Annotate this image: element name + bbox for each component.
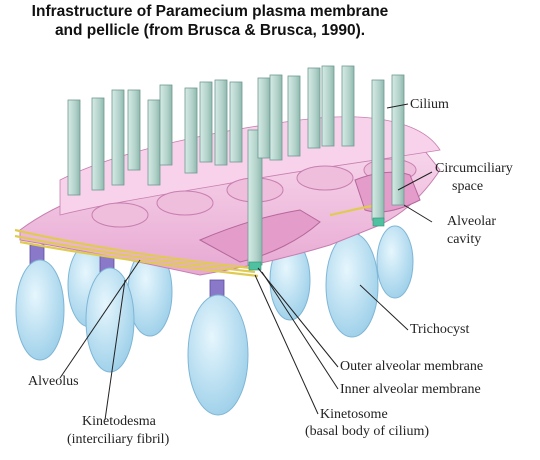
cilia: [67, 65, 405, 266]
cilium: [111, 89, 125, 186]
title-line-1: Infrastructure of Paramecium plasma memb…: [31, 3, 389, 20]
label-trichocyst: Trichocyst: [410, 322, 469, 337]
cilium: [127, 89, 141, 171]
label-alveolus: Alveolus: [28, 374, 79, 389]
labels: Cilium Circumciliary space Alveolar cavi…: [28, 97, 513, 447]
label-kinetodesma-2: (interciliary fibril): [67, 432, 170, 447]
label-cilium: Cilium: [410, 97, 449, 112]
cilium: [184, 87, 198, 174]
cilium: [307, 67, 321, 149]
leader-lines: [59, 103, 433, 421]
kinetosomes: [248, 217, 385, 271]
cilium: [159, 84, 173, 166]
cilium: [91, 97, 105, 191]
cilium: [391, 74, 405, 206]
trichocyst: [325, 232, 379, 338]
cilium: [214, 79, 228, 166]
label-kinetosome-2: (basal body of cilium): [305, 424, 429, 439]
cilium: [147, 99, 161, 186]
trichocyst-group-back: [67, 225, 414, 337]
label-outer-alveolar-membrane: Outer alveolar membrane: [340, 359, 483, 374]
label-circumciliary-2: space: [452, 179, 483, 194]
cilium: [67, 99, 81, 196]
cilium: [229, 81, 243, 163]
cilium: [287, 75, 301, 157]
label-circumciliary-1: Circumciliary: [435, 161, 513, 176]
trichocyst: [15, 259, 65, 361]
cilium: [199, 81, 213, 163]
figure-title: Infrastructure of Paramecium plasma memb…: [0, 2, 420, 40]
cilium: [321, 65, 335, 147]
cilium: [341, 65, 355, 147]
label-kinetosome-1: Kinetosome: [320, 407, 388, 422]
title-line-2: and pellicle (from Brusca & Brusca, 1990…: [54, 22, 366, 39]
cilium: [371, 79, 385, 221]
label-alveolar-1: Alveolar: [447, 214, 496, 229]
trichocyst: [187, 294, 249, 416]
kinetodesma-fibrils: [14, 204, 373, 278]
trichocyst: [376, 225, 414, 299]
trichocyst: [85, 267, 135, 373]
label-inner-alveolar-membrane: Inner alveolar membrane: [340, 382, 481, 397]
label-alveolar-2: cavity: [447, 232, 481, 247]
cilium: [257, 77, 271, 159]
cilium: [269, 74, 283, 161]
label-kinetodesma-1: Kinetodesma: [82, 414, 157, 429]
